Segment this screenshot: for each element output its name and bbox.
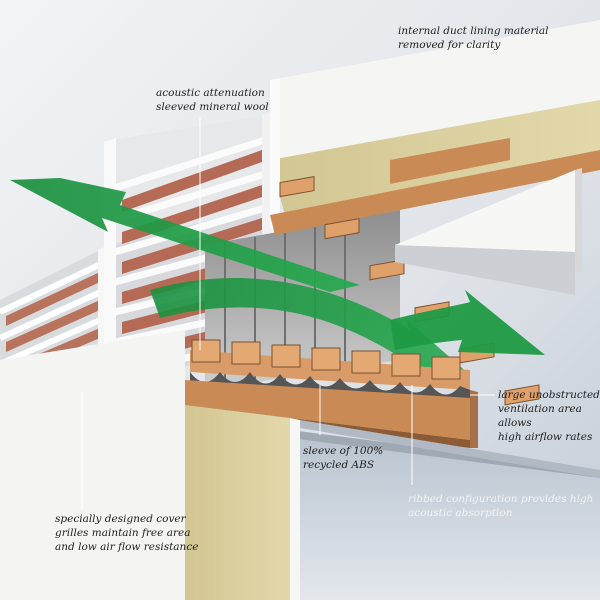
label-ventilation-area: large unobstructed ventilation area allo… <box>498 389 600 443</box>
airflow-arrow-upper <box>10 178 360 292</box>
label-cover-grilles: specially designed cover grilles maintai… <box>55 513 199 553</box>
label-abs-sleeve: sleeve of 100% recycled ABS <box>303 445 384 471</box>
bottom-timber <box>185 380 470 440</box>
leader-lines <box>81 118 495 510</box>
label-ribbed: ribbed configuration provides high acous… <box>408 493 594 519</box>
lower-mineral-wool <box>185 405 290 600</box>
airflow-arrow-main <box>150 278 470 375</box>
duct-top-panel <box>270 20 600 160</box>
label-mineral-wool: acoustic attenuation sleeved mineral woo… <box>156 87 269 113</box>
lower-white-panel <box>0 330 185 600</box>
bottom-abs-sleeve <box>190 372 470 400</box>
duct-timber-batten <box>390 138 510 184</box>
airflow-arrow-right <box>390 290 545 355</box>
label-duct-lining: internal duct lining material removed fo… <box>398 25 549 51</box>
